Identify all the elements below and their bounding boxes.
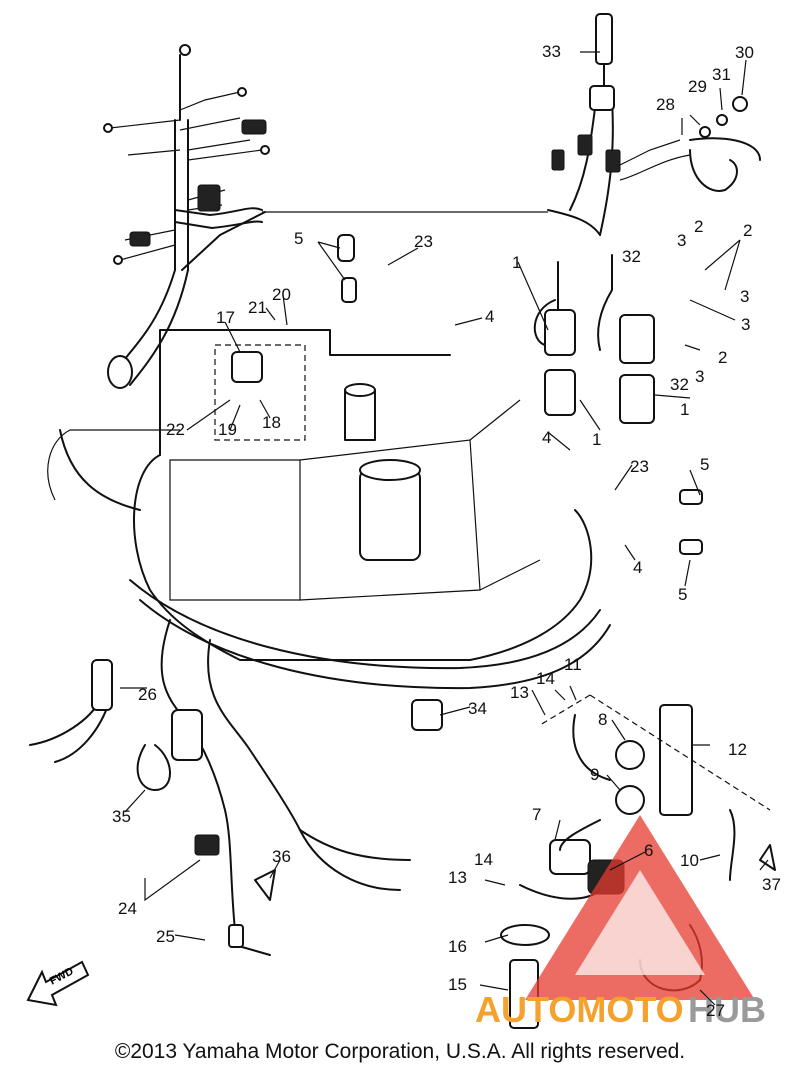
main-wire-harness — [103, 44, 270, 389]
watermark-text-2: HUB — [688, 989, 766, 1030]
callout-24: 24 — [118, 899, 137, 918]
callout-25: 25 — [156, 927, 175, 946]
callout-3a: 3 — [677, 231, 686, 250]
callout-14a: 14 — [474, 850, 493, 869]
callout-13a: 13 — [448, 868, 467, 887]
fwd-arrow-icon: FWD — [26, 960, 90, 1007]
automotohub-logo-icon: AUTOMOTO HUB — [475, 815, 766, 1030]
callout-10: 10 — [680, 851, 699, 870]
callout-5c: 5 — [678, 585, 687, 604]
engine-block-outline — [47, 329, 611, 690]
callout-4b: 4 — [542, 428, 551, 447]
callout-7: 7 — [532, 805, 541, 824]
callout-13b: 13 — [510, 683, 529, 702]
callout-20: 20 — [272, 285, 291, 304]
copyright-text: ©2013 Yamaha Motor Corporation, U.S.A. A… — [114, 1040, 686, 1063]
lower-wire-harness — [29, 619, 411, 956]
callout-4a: 4 — [485, 307, 494, 326]
callout-31: 31 — [712, 65, 731, 84]
callout-1c: 1 — [592, 430, 601, 449]
callout-22: 22 — [166, 420, 185, 439]
callout-37: 37 — [762, 875, 781, 894]
callout-16: 16 — [448, 937, 467, 956]
callout-21: 21 — [248, 298, 267, 317]
callout-34: 34 — [468, 699, 487, 718]
callout-labels: 33 30 31 29 28 5 23 1 32 3 2 2 3 3 2 3 3… — [112, 42, 781, 1020]
callout-35: 35 — [112, 807, 131, 826]
callout-14b: 14 — [536, 669, 555, 688]
callout-26: 26 — [138, 685, 157, 704]
callout-6: 6 — [644, 841, 653, 860]
callout-27: 27 — [706, 1001, 725, 1020]
callout-2b: 2 — [743, 221, 752, 240]
callout-2c: 2 — [718, 348, 727, 367]
callout-19: 19 — [218, 420, 237, 439]
callout-8: 8 — [598, 710, 607, 729]
callout-3c: 3 — [741, 315, 750, 334]
callout-2a: 2 — [694, 217, 703, 236]
callout-5b: 5 — [700, 455, 709, 474]
callout-5a: 5 — [294, 229, 303, 248]
callout-12: 12 — [728, 740, 747, 759]
watermark-text-1: AUTOMOTO — [475, 989, 684, 1030]
callout-3d: 3 — [695, 367, 704, 386]
callout-32b: 32 — [670, 375, 689, 394]
callout-1b: 1 — [680, 400, 689, 419]
small-parts — [136, 344, 776, 1029]
callout-33: 33 — [542, 42, 561, 61]
callout-leaders — [120, 51, 769, 1006]
callout-29: 29 — [688, 77, 707, 96]
callout-17: 17 — [216, 308, 235, 327]
callout-23a: 23 — [414, 232, 433, 251]
callout-9: 9 — [590, 765, 599, 784]
callout-32a: 32 — [622, 247, 641, 266]
callout-28: 28 — [656, 95, 675, 114]
callout-36: 36 — [272, 847, 291, 866]
callout-30: 30 — [735, 43, 754, 62]
callout-11: 11 — [564, 655, 582, 674]
callout-3b: 3 — [740, 287, 749, 306]
ignition-coils — [533, 254, 655, 424]
callout-15: 15 — [448, 975, 467, 994]
callout-4c: 4 — [633, 558, 642, 577]
callout-23b: 23 — [630, 457, 649, 476]
right-wire-harness — [547, 13, 761, 236]
callout-1a: 1 — [512, 253, 521, 272]
callout-18: 18 — [262, 413, 281, 432]
